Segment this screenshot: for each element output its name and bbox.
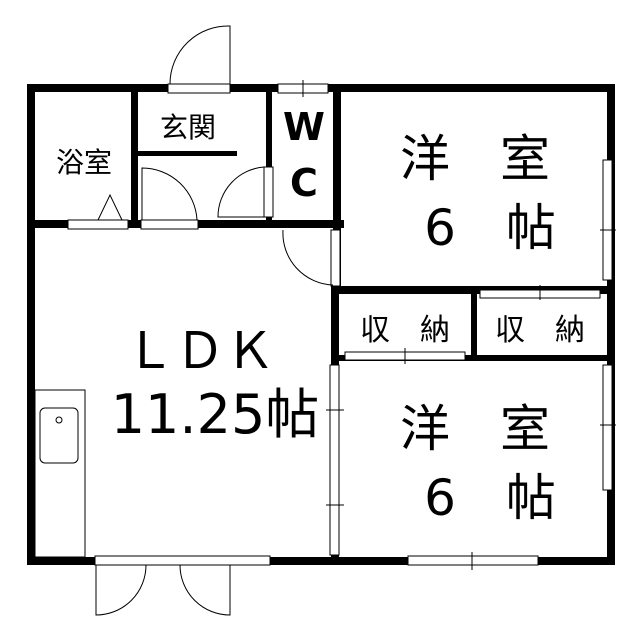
door-swing-icon [179, 564, 231, 616]
door-swing-icon [217, 166, 265, 218]
door-swing-icon [95, 564, 147, 616]
hall-door [140, 219, 199, 230]
room2-size: 6 帖 [424, 469, 556, 527]
door-swing-icon [141, 167, 198, 221]
room1-window [602, 159, 613, 281]
wc-label-c: C [290, 161, 318, 205]
room2-door [329, 364, 340, 556]
wc-door [263, 166, 274, 218]
room1-label: 洋 室 [400, 130, 550, 188]
entrance-label: 玄関 [160, 111, 216, 144]
ldk-south-door [94, 555, 271, 566]
room-labels: 浴室 玄関 W C 洋 室 6 帖 収 納 収 納 ＬＤＫ 11.25帖 洋 室… [56, 105, 585, 527]
ldk-door [330, 229, 341, 287]
door-swing-icon [282, 229, 334, 286]
bath-label: 浴室 [56, 146, 112, 179]
wc-label-w: W [283, 105, 325, 149]
door-swing-icon [169, 25, 231, 85]
room2-window [602, 364, 613, 491]
sink-icon [39, 407, 79, 464]
ldk-size: 11.25帖 [111, 383, 320, 446]
room2-label: 洋 室 [400, 400, 550, 458]
closet1-label: 収 納 [360, 313, 450, 348]
openings [34, 25, 616, 616]
entrance-door [167, 83, 231, 94]
room2-south-window [407, 555, 539, 566]
bath-door-icon [97, 193, 123, 221]
ldk-label: ＬＤＫ [125, 322, 275, 380]
closet2-label: 収 納 [495, 313, 585, 348]
room1-size: 6 帖 [424, 199, 556, 257]
bath-door [67, 219, 129, 230]
